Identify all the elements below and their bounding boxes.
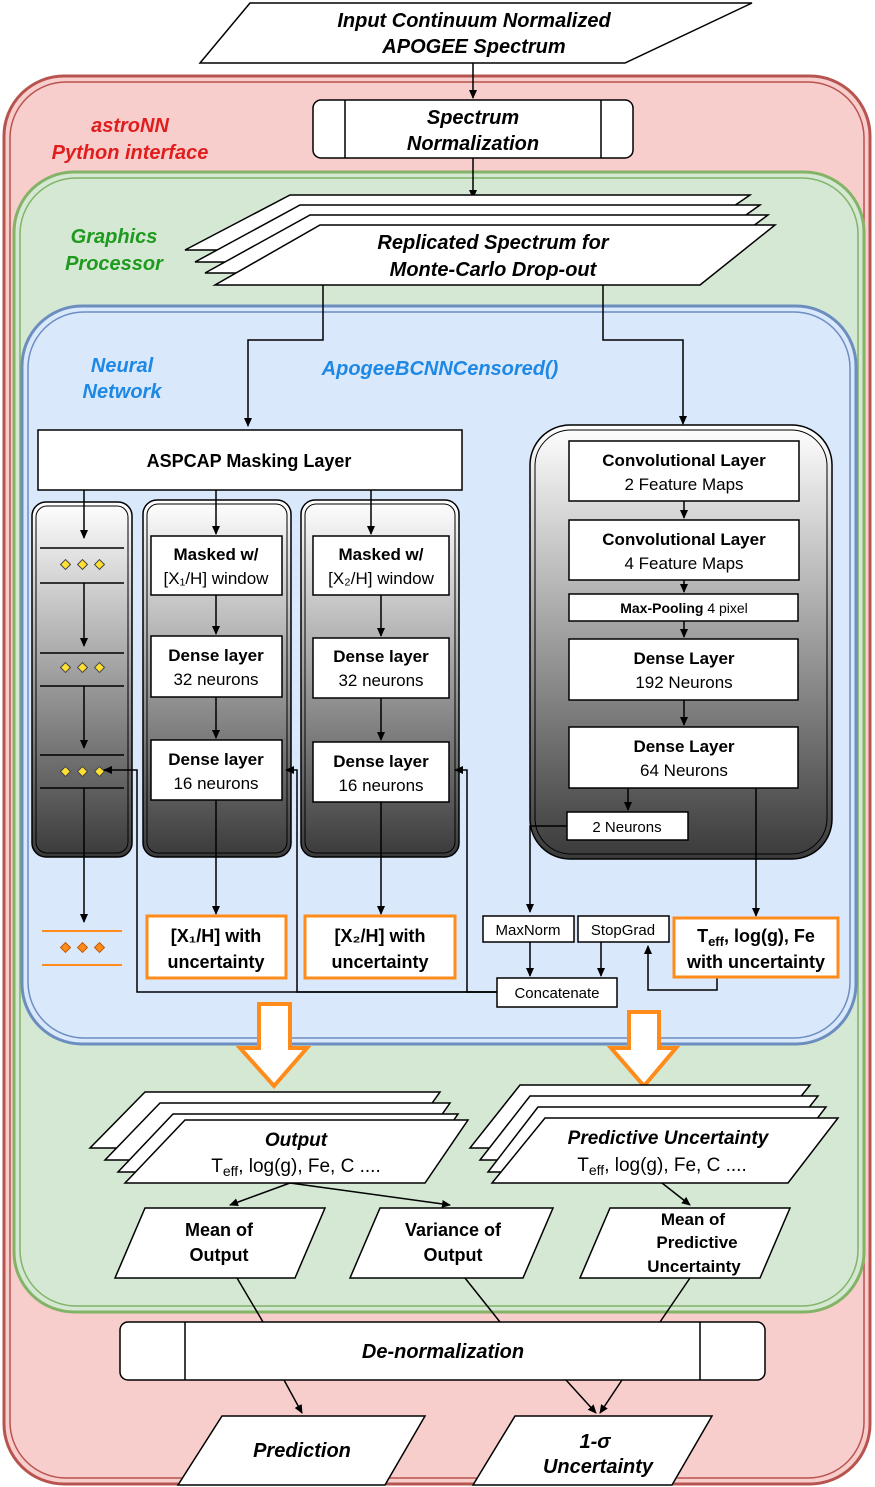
maxpool-label: Max-Pooling 4 pixel bbox=[620, 600, 748, 616]
mean-predictive-uncertainty bbox=[578, 1207, 792, 1279]
dense192-2: 192 Neurons bbox=[635, 673, 732, 692]
branch1-masked bbox=[150, 535, 283, 596]
branch1-masked-2: [X₁/H] window bbox=[164, 569, 270, 588]
variance-output bbox=[348, 1207, 555, 1279]
teff-out-1: Teff, log(g), Fe bbox=[697, 926, 815, 949]
dense64-2: 64 Neurons bbox=[640, 761, 728, 780]
prediction-label: Prediction bbox=[253, 1440, 351, 1462]
output-arrow bbox=[235, 1002, 312, 1090]
model-name: ApogeeBCNNCensored() bbox=[321, 358, 559, 380]
branch1-dense32 bbox=[150, 635, 283, 698]
input-spectrum bbox=[198, 2, 753, 64]
branch1-dense16-2: 16 neurons bbox=[173, 774, 258, 793]
concatenate bbox=[496, 977, 618, 1008]
replicated-2: Monte-Carlo Drop-out bbox=[390, 259, 598, 281]
prediction bbox=[176, 1415, 427, 1486]
predictive-uncertainty-stack bbox=[490, 1117, 840, 1184]
astronn-label-1: astroNN bbox=[91, 115, 169, 137]
conv1-2: 2 Feature Maps bbox=[624, 475, 743, 494]
branch1-dense16 bbox=[150, 739, 283, 801]
stopgrad-label: StopGrad bbox=[591, 922, 655, 939]
nn-label-2: Network bbox=[83, 381, 163, 403]
pred-unc-params: Teff, log(g), Fe, C .... bbox=[577, 1155, 746, 1178]
branch2-dense16 bbox=[312, 741, 450, 803]
branch1-dense16-1: Dense layer bbox=[168, 750, 264, 769]
input-spectrum-2: APOGEE Spectrum bbox=[381, 36, 565, 58]
maxnorm-label: MaxNorm bbox=[495, 922, 560, 939]
maxnorm bbox=[482, 915, 575, 943]
dense192-1: Dense Layer bbox=[633, 649, 734, 668]
conv1 bbox=[568, 440, 800, 502]
branch1-masked-1: Masked w/ bbox=[173, 545, 258, 564]
generic-output-dots bbox=[59, 941, 106, 954]
astronn-label-2: Python interface bbox=[52, 142, 209, 164]
spectrum-normalization-2: Normalization bbox=[407, 133, 539, 155]
gpu-label-2: Processor bbox=[65, 253, 164, 275]
mean-output bbox=[113, 1207, 327, 1279]
input-spectrum-1: Input Continuum Normalized bbox=[337, 10, 611, 32]
conv2-2: 4 Feature Maps bbox=[624, 554, 743, 573]
de-normalization bbox=[119, 1321, 766, 1381]
concatenate-label: Concatenate bbox=[514, 985, 599, 1002]
output-stack bbox=[123, 1119, 470, 1184]
generic-dots bbox=[59, 558, 106, 778]
mean-output-2: Output bbox=[190, 1245, 249, 1265]
branch2-masked-1: Masked w/ bbox=[338, 545, 423, 564]
aspcap-masking-layer bbox=[37, 429, 463, 491]
branch2-dense16-2: 16 neurons bbox=[338, 776, 423, 795]
dense64 bbox=[568, 726, 799, 789]
branch2-output bbox=[303, 914, 457, 980]
output-title: Output bbox=[265, 1130, 328, 1151]
dense64-1: Dense Layer bbox=[633, 737, 734, 756]
pred-unc-title: Predictive Uncertainty bbox=[568, 1128, 770, 1149]
branch1-dense32-1: Dense layer bbox=[168, 646, 264, 665]
branch2-out-1: [X₂/H] with bbox=[335, 926, 426, 946]
replicated-1: Replicated Spectrum for bbox=[377, 232, 609, 254]
uncertainty-arrow bbox=[606, 1010, 681, 1090]
teff-output bbox=[672, 916, 840, 979]
spectrum-normalization-1: Spectrum bbox=[427, 107, 519, 129]
branch1-dense32-2: 32 neurons bbox=[173, 670, 258, 689]
variance-output-1: Variance of bbox=[405, 1220, 502, 1240]
branch1-output bbox=[145, 914, 288, 980]
aspcap-label: ASPCAP Masking Layer bbox=[147, 451, 352, 471]
output-params: Teff, log(g), Fe, C .... bbox=[211, 1156, 380, 1179]
branch1-out-2: uncertainty bbox=[167, 952, 264, 972]
branch2-dense32 bbox=[312, 637, 450, 699]
generic-branch bbox=[31, 501, 133, 858]
branch2-dense16-1: Dense layer bbox=[333, 752, 429, 771]
branch2-masked bbox=[312, 535, 450, 596]
branch2-dense32-1: Dense layer bbox=[333, 647, 429, 666]
branch2-dense32-2: 32 neurons bbox=[338, 671, 423, 690]
gpu-label-1: Graphics bbox=[71, 226, 158, 248]
replicated-spectrum bbox=[212, 224, 778, 286]
de-normalization-label: De-normalization bbox=[362, 1341, 524, 1363]
teff-out-2: with uncertainty bbox=[686, 952, 825, 972]
mean-output-1: Mean of bbox=[185, 1220, 254, 1240]
branch2-masked-2: [X₂/H] window bbox=[328, 569, 435, 588]
two-neurons-label: 2 Neurons bbox=[592, 819, 661, 836]
one-sigma-uncertainty bbox=[471, 1415, 714, 1486]
mean-pred-2: Predictive bbox=[656, 1233, 737, 1252]
dense192 bbox=[568, 638, 799, 701]
branch1-out-1: [X₁/H] with bbox=[171, 926, 261, 946]
nn-label-1: Neural bbox=[91, 355, 154, 377]
mean-pred-1: Mean of bbox=[661, 1210, 726, 1229]
two-neurons bbox=[566, 811, 689, 841]
conv2 bbox=[568, 519, 800, 581]
variance-output-2: Output bbox=[424, 1245, 483, 1265]
conv1-1: Convolutional Layer bbox=[602, 451, 766, 470]
stopgrad bbox=[577, 915, 670, 943]
mean-pred-3: Uncertainty bbox=[647, 1257, 741, 1276]
uncertainty-2: Uncertainty bbox=[543, 1456, 654, 1478]
branch2-out-2: uncertainty bbox=[331, 952, 428, 972]
conv2-1: Convolutional Layer bbox=[602, 530, 766, 549]
uncertainty-1: 1-σ bbox=[579, 1431, 611, 1453]
